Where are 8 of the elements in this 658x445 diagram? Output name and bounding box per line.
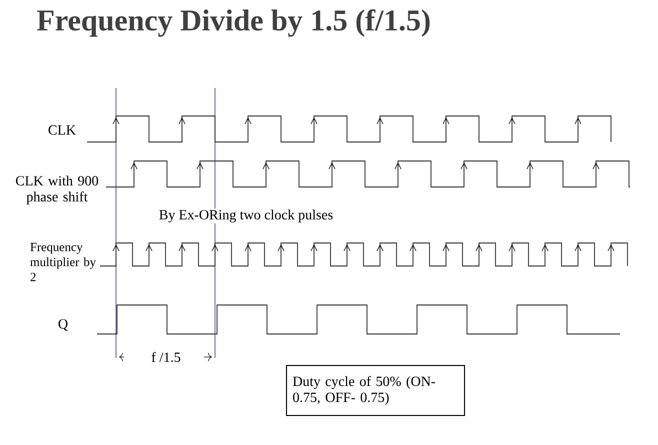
signal-label: Frequency multiplier by 2 xyxy=(30,242,96,282)
dimension-label: f /1.5 xyxy=(152,352,180,362)
signal-label: CLK xyxy=(48,125,76,135)
signal-label: CLK with 900 phase shift xyxy=(16,176,98,204)
signal-label: Q xyxy=(58,319,68,331)
note-box: Duty cycle of 50% (ON- 0.75, OFF- 0.75) xyxy=(286,365,465,416)
annotation: By Ex-ORing two clock pulses xyxy=(159,210,333,222)
title: Frequency Divide by 1.5 (f/1.5) xyxy=(37,9,430,37)
